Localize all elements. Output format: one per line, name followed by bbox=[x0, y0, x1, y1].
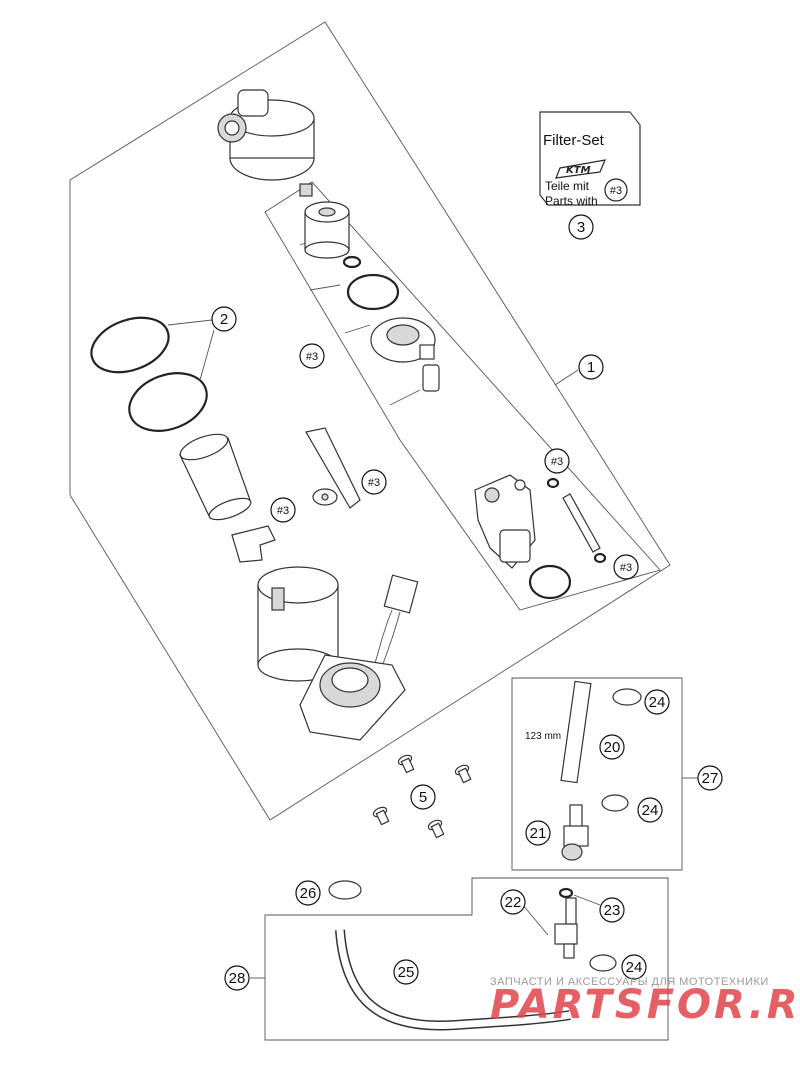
watermark: ЗАПЧАСТИ И АКСЕССУАРЫ ДЛЯ МОТОТЕХНИКИ PA… bbox=[490, 976, 800, 1028]
sleeve-part bbox=[422, 364, 440, 392]
svg-text:#3: #3 bbox=[277, 505, 289, 517]
fuel-filter-part bbox=[304, 201, 350, 259]
clamp-part-26 bbox=[328, 880, 362, 900]
strainer-part bbox=[305, 427, 361, 509]
callout-3: 3 bbox=[568, 214, 594, 240]
filter-set-ref-circle bbox=[604, 178, 628, 202]
leader-line bbox=[573, 894, 601, 906]
svg-text:23: 23 bbox=[604, 902, 621, 919]
o-ring-tiny bbox=[546, 477, 560, 489]
o-ring-medium bbox=[346, 273, 400, 311]
leader-line bbox=[554, 369, 579, 386]
callout-2: 2 bbox=[211, 306, 237, 332]
svg-text:24: 24 bbox=[626, 959, 643, 976]
o-ring-part-23 bbox=[558, 887, 574, 899]
tube-part bbox=[562, 493, 601, 553]
clamp-part-24b bbox=[601, 794, 629, 812]
o-ring-tiny bbox=[593, 552, 607, 564]
leader-line bbox=[309, 284, 341, 291]
svg-text:1: 1 bbox=[587, 359, 595, 376]
svg-text:3: 3 bbox=[577, 219, 585, 236]
ref-mark-3-b: #3 bbox=[361, 469, 387, 495]
clamp-part-24c bbox=[589, 954, 617, 972]
o-ring-large-1 bbox=[90, 316, 170, 374]
hose-kit-outline-28 bbox=[264, 877, 669, 1041]
svg-text:#3: #3 bbox=[306, 351, 318, 363]
clip-part bbox=[231, 525, 276, 563]
hose-nipple-part-22 bbox=[554, 897, 578, 959]
filter-set-box: Filter-Set KTM Teile mit Parts with #3 bbox=[539, 111, 641, 208]
leader-line bbox=[344, 324, 371, 334]
callout-1: 1 bbox=[578, 354, 604, 380]
svg-text:KTM: KTM bbox=[566, 165, 591, 176]
ref-mark-3-e: #3 bbox=[613, 554, 639, 580]
svg-text:20: 20 bbox=[604, 739, 621, 756]
o-ring-regulator bbox=[528, 564, 572, 600]
svg-text:26: 26 bbox=[300, 885, 317, 902]
callout-24c: 24 bbox=[621, 954, 647, 980]
hose-part-20 bbox=[560, 680, 592, 784]
callout-5: 5 bbox=[410, 784, 436, 810]
svg-text:28: 28 bbox=[229, 970, 246, 987]
svg-text:5: 5 bbox=[419, 789, 427, 806]
callout-20: 20 bbox=[599, 734, 625, 760]
callout-24a: 24 bbox=[644, 689, 670, 715]
clamp-part-24a bbox=[612, 688, 642, 706]
callout-26: 26 bbox=[295, 880, 321, 906]
o-ring-large-2 bbox=[128, 372, 208, 432]
callout-24b: 24 bbox=[637, 797, 663, 823]
callout-23: 23 bbox=[599, 897, 625, 923]
ref-mark-3-d: #3 bbox=[544, 448, 570, 474]
filter-set-line2: Parts with bbox=[545, 194, 598, 208]
pressure-regulator-part bbox=[474, 474, 536, 569]
ktm-logo: KTM bbox=[555, 159, 606, 179]
connector-part bbox=[371, 574, 419, 673]
flange-part bbox=[299, 654, 406, 741]
svg-text:#3: #3 bbox=[368, 477, 380, 489]
svg-text:24: 24 bbox=[642, 802, 659, 819]
leader-line bbox=[389, 389, 421, 406]
ref-mark-3-a: #3 bbox=[299, 343, 325, 369]
leader-line bbox=[521, 903, 549, 936]
svg-text:21: 21 bbox=[530, 825, 547, 842]
screw-parts bbox=[372, 754, 472, 839]
watermark-tagline: ЗАПЧАСТИ И АКСЕССУАРЫ ДЛЯ МОТОТЕХНИКИ bbox=[490, 976, 769, 988]
quick-coupling-part-21 bbox=[561, 804, 589, 861]
watermark-logo: PARTSFOR.RU bbox=[490, 982, 800, 1028]
callout-25: 25 bbox=[393, 959, 419, 985]
pump-sleeve-part bbox=[179, 433, 252, 521]
callout-27: 27 bbox=[697, 765, 723, 791]
ref-mark-3-c: #3 bbox=[270, 497, 296, 523]
filter-set-line1: Teile mit bbox=[545, 179, 590, 193]
svg-text:22: 22 bbox=[505, 894, 522, 911]
svg-text:27: 27 bbox=[702, 770, 719, 787]
filter-set-ref: #3 bbox=[610, 185, 622, 197]
hose-kit-outline-27 bbox=[511, 677, 683, 871]
callout-22: 22 bbox=[500, 889, 526, 915]
svg-text:25: 25 bbox=[398, 964, 415, 981]
spring-part bbox=[299, 183, 313, 197]
pump-head-part bbox=[217, 89, 315, 181]
svg-text:#3: #3 bbox=[551, 456, 563, 468]
filter-set-title: Filter-Set bbox=[543, 132, 605, 149]
leader-line bbox=[167, 319, 213, 326]
svg-text:2: 2 bbox=[220, 311, 228, 328]
svg-text:#3: #3 bbox=[620, 562, 632, 574]
callout-21: 21 bbox=[525, 820, 551, 846]
pump-assembly-outline bbox=[69, 21, 671, 821]
hose-length-label: 123 mm bbox=[525, 731, 561, 742]
svg-text:24: 24 bbox=[649, 694, 666, 711]
o-ring-small bbox=[342, 255, 362, 269]
callout-28: 28 bbox=[224, 965, 250, 991]
leader-line bbox=[199, 329, 215, 381]
filter-housing-part bbox=[370, 317, 436, 363]
